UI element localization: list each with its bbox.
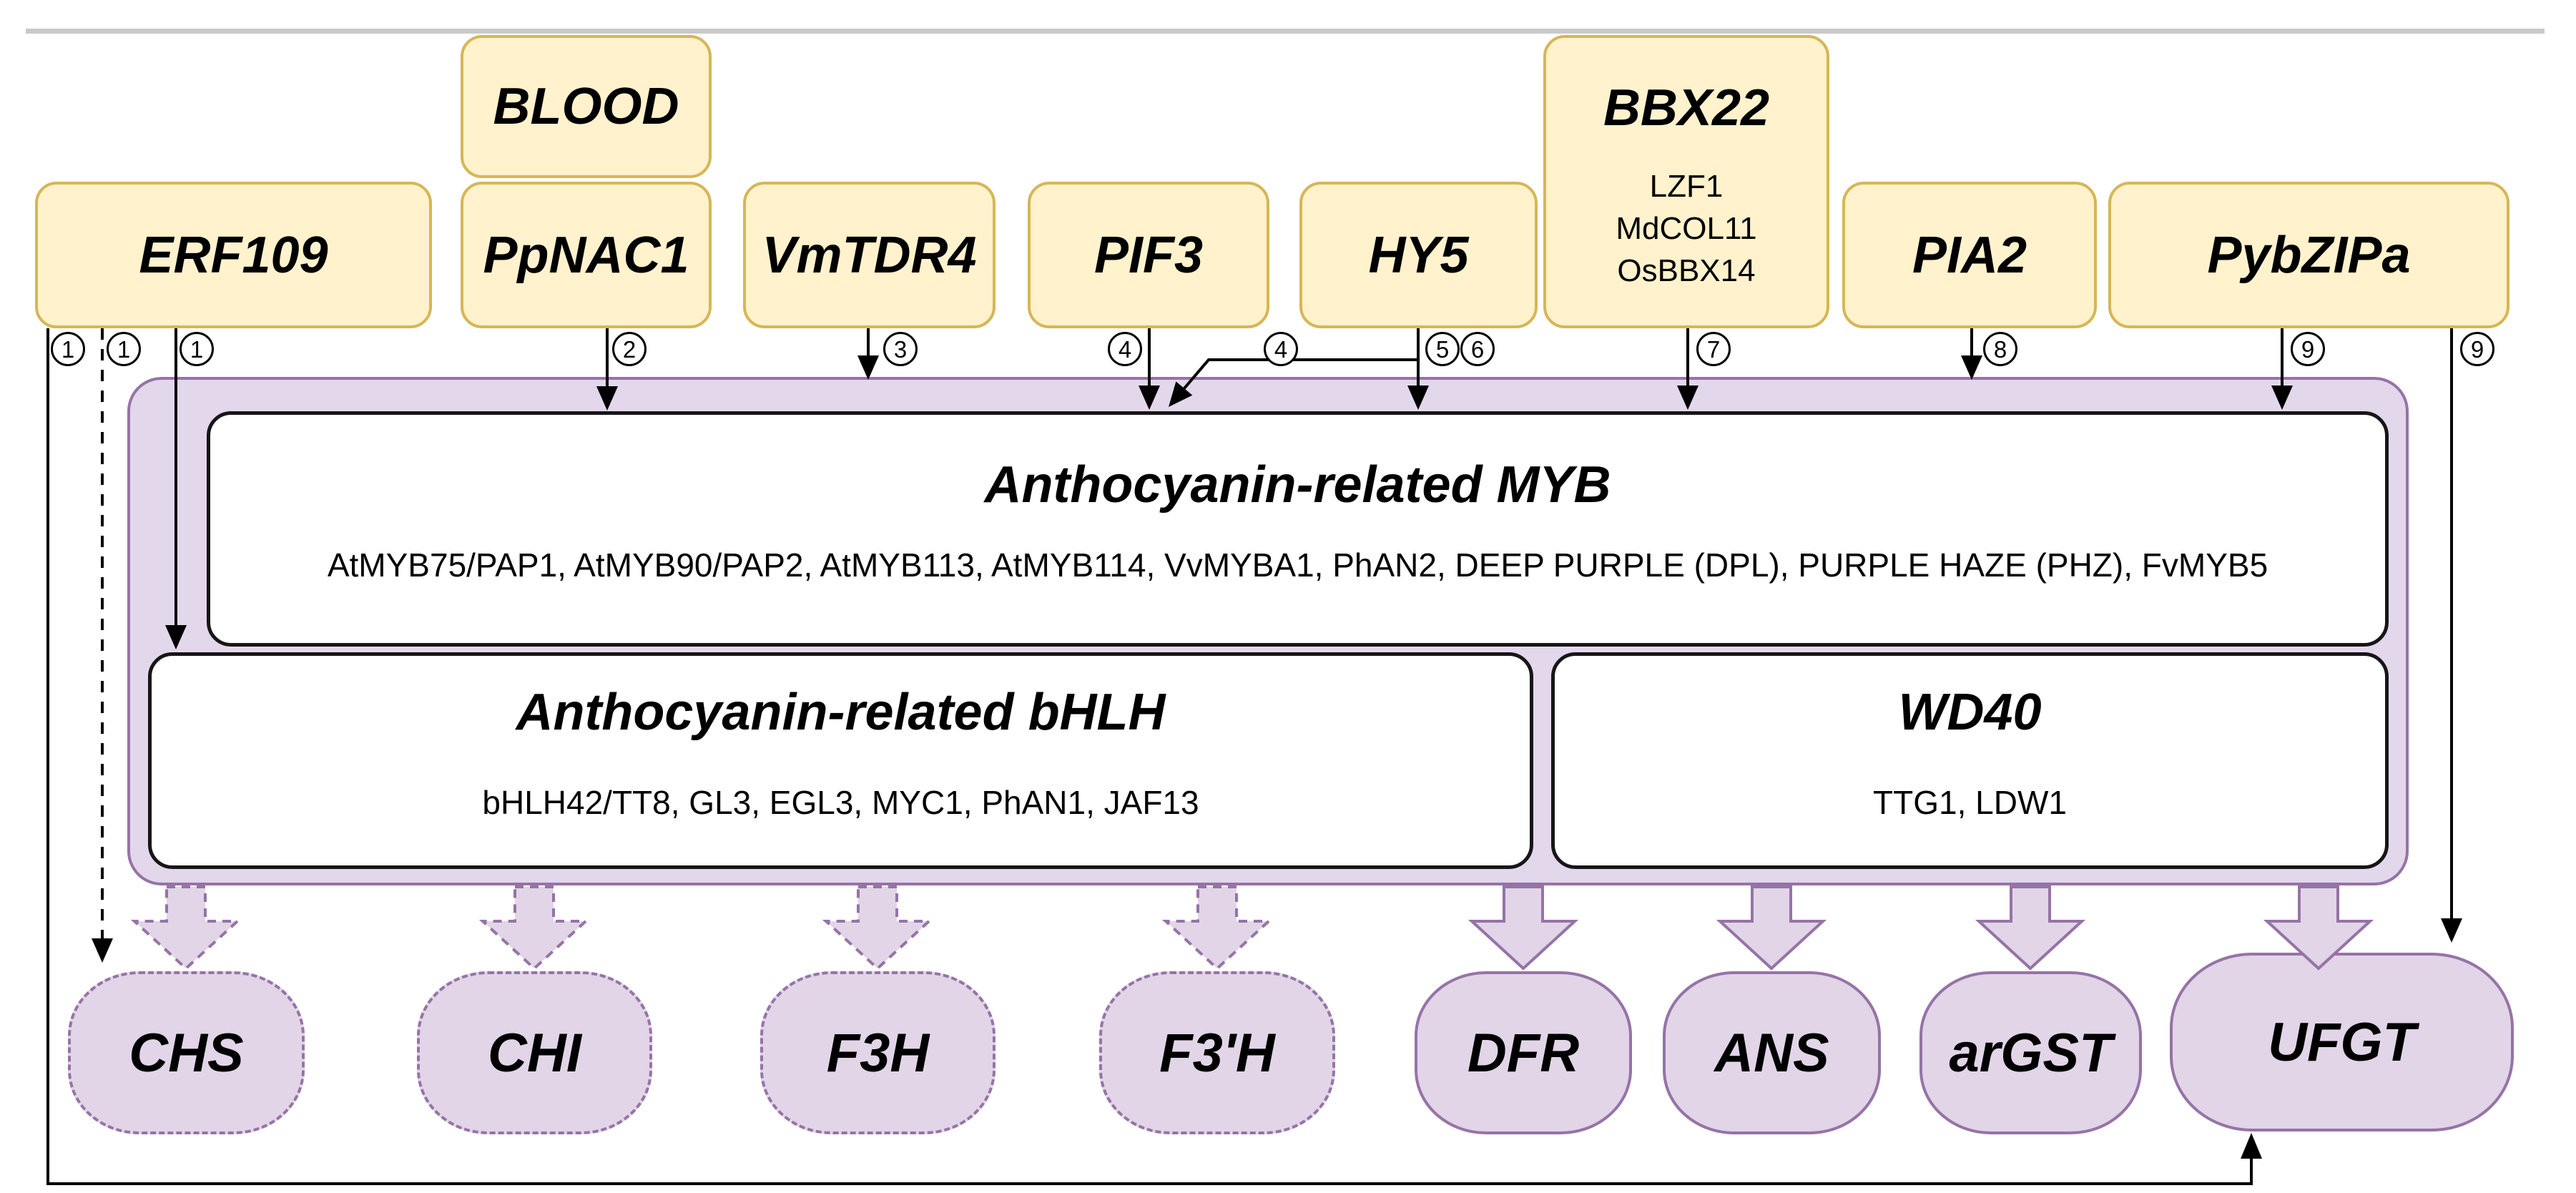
myb-box (207, 411, 2389, 647)
factor-box-ppnac1: PpNAC1 (461, 182, 712, 328)
ref-badge-4a: 4 (1108, 332, 1142, 366)
factor-box-erf109: ERF109 (35, 182, 432, 328)
arrowhead-chs (92, 938, 113, 963)
ref-badge-4b: 4 (1264, 332, 1298, 366)
ref-badge-6: 6 (1460, 332, 1495, 366)
block-arrow-argst (1975, 885, 2086, 971)
factor-label-bbx22: BBX22 (1603, 79, 1770, 137)
factor-box-vmtdr4: VmTDR4 (743, 182, 996, 328)
factor-label-blood: BLOOD (493, 78, 679, 135)
gene-label-chs: CHS (129, 1022, 244, 1084)
arrowhead-pia2 (1961, 355, 1982, 380)
block-arrow-f3ph (1161, 885, 1273, 971)
ref-badge-3: 3 (883, 332, 918, 366)
ref-badge-9b: 9 (2460, 332, 2494, 366)
bhlh-box (148, 652, 1533, 869)
bbx22-member: LZF1 (1649, 169, 1724, 204)
gene-oval-chs: CHS (68, 971, 305, 1134)
factor-label-vmtdr4: VmTDR4 (762, 226, 977, 284)
gene-label-chi: CHI (488, 1022, 581, 1084)
bbx22-member: OsBBX14 (1617, 253, 1756, 288)
gene-label-dfr: DFR (1467, 1022, 1580, 1084)
ref-badge-8: 8 (1983, 332, 2017, 366)
ref-badge-1a: 1 (51, 332, 85, 366)
bbx22-member: MdCOL11 (1616, 211, 1757, 246)
wd40-box (1551, 652, 2389, 869)
ref-badge-5: 5 (1425, 332, 1460, 366)
gene-oval-argst: arGST (1919, 971, 2142, 1134)
arrowhead-bhlh (165, 625, 187, 649)
factor-label-pybzipa: PybZIPa (2207, 226, 2411, 284)
bhlh-members: bHLH42/TT8, GL3, EGL3, MYC1, PhAN1, JAF1… (482, 784, 1199, 821)
arrowhead-pybzipa-right (2441, 918, 2462, 943)
factor-box-pif3: PIF3 (1028, 182, 1269, 328)
block-arrow-f3h (822, 885, 933, 971)
block-arrow-ans (1716, 885, 1827, 971)
gene-oval-dfr: DFR (1415, 971, 1632, 1134)
wd40-members: TTG1, LDW1 (1873, 784, 2067, 821)
block-arrow-chs (130, 885, 242, 971)
factor-box-blood: BLOOD (461, 35, 712, 178)
gene-label-ufgt: UFGT (2268, 1011, 2416, 1073)
arrow-hy5-branch-to-myb (1179, 358, 1418, 395)
wd40-title: WD40 (1898, 684, 2042, 741)
block-arrow-dfr (1468, 885, 1579, 971)
arrowhead-ppnac1 (596, 386, 618, 411)
myb-title: Anthocyanin-related MYB (984, 456, 1611, 514)
block-arrow-chi (478, 885, 590, 971)
ref-badge-7: 7 (1696, 332, 1731, 366)
ref-badge-2: 2 (612, 332, 647, 366)
gene-oval-ans: ANS (1663, 971, 1881, 1134)
factor-label-hy5: HY5 (1368, 226, 1469, 284)
gene-label-f3h: F3H (826, 1022, 930, 1084)
arrowhead-pif3 (1139, 386, 1160, 410)
bhlh-title: Anthocyanin-related bHLH (516, 684, 1166, 741)
arrowhead-hy5 (1407, 386, 1429, 410)
gene-oval-ufgt: UFGT (2170, 953, 2514, 1131)
factor-box-pia2: PIA2 (1842, 182, 2097, 328)
gene-oval-chi: CHI (417, 971, 652, 1134)
arrowhead-pybzipa-left (2271, 386, 2293, 410)
factor-label-pia2: PIA2 (1912, 226, 2027, 284)
gene-label-f3ph: F3'H (1159, 1022, 1275, 1084)
factor-box-hy5: HY5 (1299, 182, 1538, 328)
factor-label-ppnac1: PpNAC1 (483, 226, 689, 284)
arrowhead-up-ufgt (2241, 1133, 2262, 1159)
factor-box-bbx22: BBX22 LZF1 MdCOL11 OsBBX14 (1543, 35, 1829, 328)
gene-label-argst: arGST (1949, 1022, 2113, 1084)
factor-box-pybzipa: PybZIPa (2108, 182, 2509, 328)
gene-oval-f3h: F3H (760, 971, 996, 1134)
gene-label-ans: ANS (1714, 1022, 1829, 1084)
ref-badge-9a: 9 (2291, 332, 2325, 366)
arrowhead-hy5-branch (1169, 381, 1193, 407)
ref-badge-1c: 1 (180, 332, 214, 366)
arrowhead-bbx22 (1677, 386, 1699, 410)
myb-members: AtMYB75/PAP1, AtMYB90/PAP2, AtMYB113, At… (327, 546, 2268, 584)
block-arrow-ufgt (2263, 885, 2374, 971)
arrow-erf109-bottom-to-ufgt (46, 328, 2253, 1185)
gene-oval-f3ph: F3'H (1099, 971, 1335, 1134)
factor-label-pif3: PIF3 (1093, 226, 1204, 284)
arrowhead-vmtdr4 (857, 355, 879, 380)
factor-label-erf109: ERF109 (139, 226, 328, 284)
top-divider (26, 29, 2545, 34)
ref-badge-1b: 1 (107, 332, 141, 366)
